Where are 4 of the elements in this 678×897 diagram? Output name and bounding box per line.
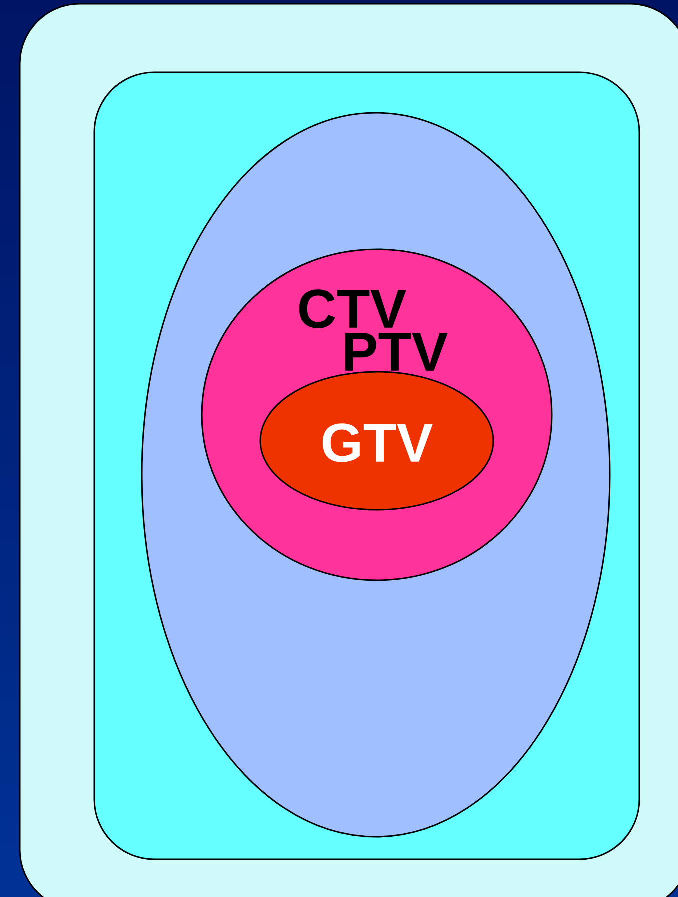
ellipse — [260, 371, 494, 511]
region-label: CTV — [299, 290, 406, 328]
region-label: GTV — [322, 424, 433, 462]
region-label: PTV — [345, 333, 448, 371]
